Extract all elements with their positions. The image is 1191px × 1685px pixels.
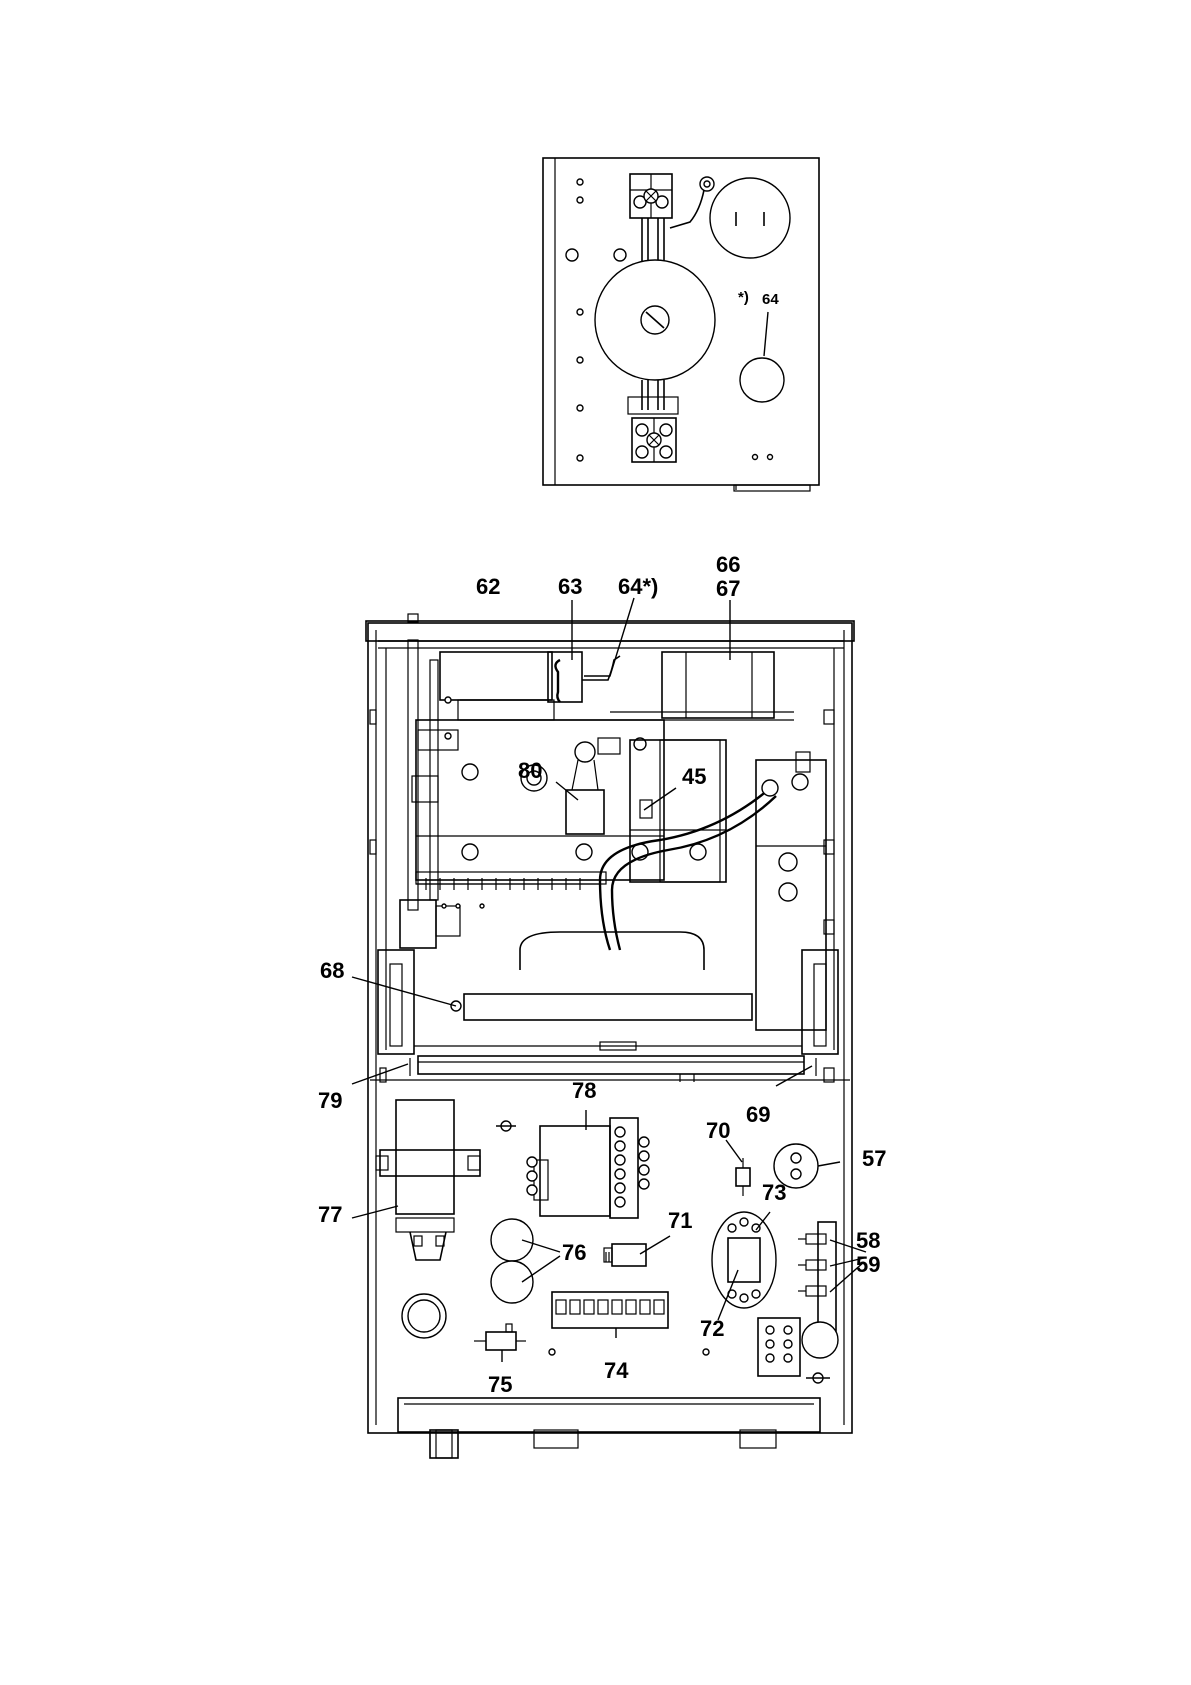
terminal-strip-74 [556, 1300, 664, 1314]
callout-72: 72 [700, 1316, 724, 1341]
callout-77: 77 [318, 1202, 342, 1227]
callout-75: 75 [488, 1372, 512, 1397]
cabinet-interior-view [366, 614, 854, 1458]
callout-73: 73 [762, 1180, 786, 1205]
inset-note-marker: *) [738, 289, 749, 306]
callout-78: 78 [572, 1078, 596, 1103]
callout-58: 58 [856, 1228, 880, 1253]
callout-66: 66 [716, 552, 740, 577]
callout-64: 64*) [618, 574, 658, 599]
callout-63: 63 [558, 574, 582, 599]
callout-69: 69 [746, 1102, 770, 1127]
callout-80: 80 [518, 758, 542, 783]
callout-79: 79 [318, 1088, 342, 1113]
callout-68: 68 [320, 958, 344, 983]
callout-76: 76 [562, 1240, 586, 1265]
inset-panel-view: *) 64 [543, 158, 819, 491]
callout-70: 70 [706, 1118, 730, 1143]
connector-58-59 [798, 1234, 826, 1296]
callout-62: 62 [476, 574, 500, 599]
callout-45: 45 [682, 764, 706, 789]
relay-78-terminals [527, 1127, 649, 1207]
callout-59: 59 [856, 1252, 880, 1277]
callout-71: 71 [668, 1208, 692, 1233]
callout-67: 67 [716, 576, 740, 601]
inset-part-label-64: 64 [762, 291, 779, 308]
callout-74: 74 [604, 1358, 629, 1383]
callout-57: 57 [862, 1146, 886, 1171]
